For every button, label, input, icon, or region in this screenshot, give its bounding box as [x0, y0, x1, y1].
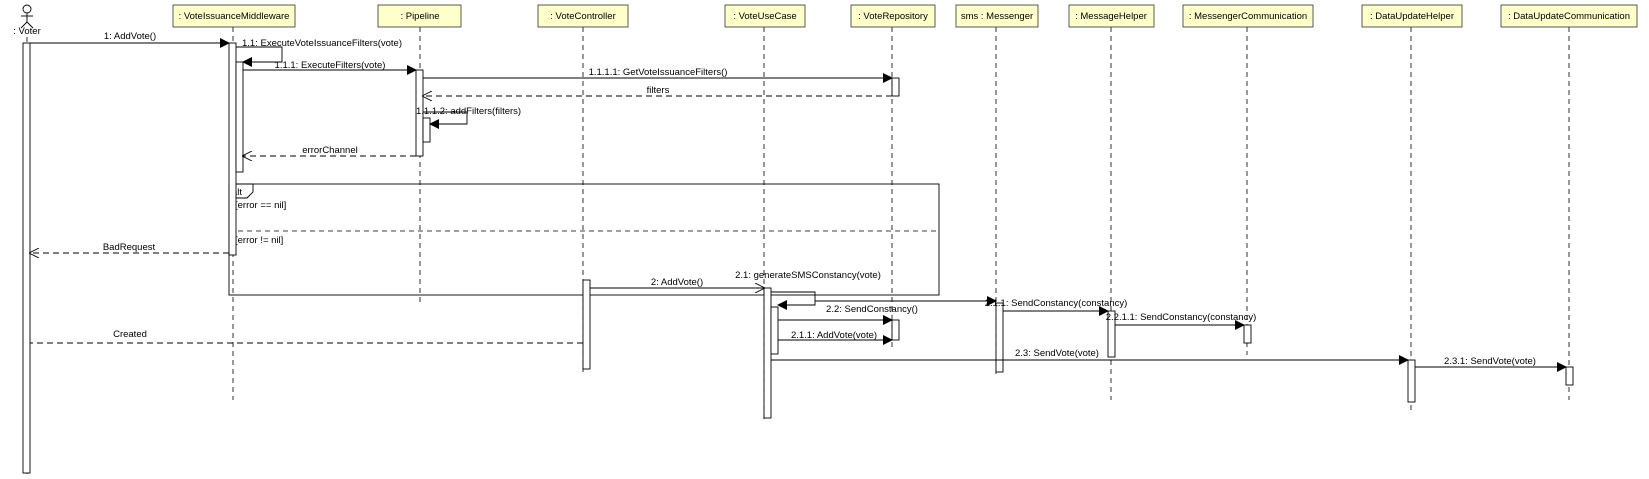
activation-ducomm: [1565, 366, 1574, 386]
activation-pipeline-2: [422, 117, 431, 143]
message-created[interactable]: Created: [30, 329, 583, 344]
message-execute-issuance-filters[interactable]: 1.1: ExecuteVoteIssuanceFilters(vote): [236, 38, 402, 67]
alt-guard-1: [error == nil]: [235, 200, 286, 211]
message-add-filters[interactable]: 1.1.1.2: addFilters(filters): [416, 106, 521, 129]
message-addvote-1-label: 1: AddVote(): [104, 31, 156, 42]
message-execute-issuance-filters-label: 1.1: ExecuteVoteIssuanceFilters(vote): [242, 38, 402, 49]
message-addvote-2[interactable]: 2: AddVote(): [590, 277, 764, 288]
message-send-constancy-messenger[interactable]: 2.1.1: SendConstancy(constancy): [815, 296, 1128, 309]
participant-pipeline[interactable]: : Pipeline: [377, 4, 462, 28]
message-execute-filters-label: 1.1.1: ExecuteFilters(vote): [275, 60, 386, 71]
message-send-constancy-comm[interactable]: 2.2.1.1: SendConstancy(constancy): [1106, 312, 1257, 330]
lifelines: [26, 27, 1570, 475]
participant-pipeline-label: : Pipeline: [400, 11, 439, 22]
activation-middleware-2: [235, 61, 244, 173]
participant-comm[interactable]: : MessengerCommunication: [1182, 4, 1314, 28]
activation-usecase-1: [763, 287, 772, 419]
message-created-label: Created: [113, 329, 147, 340]
message-send-constancy-comm-label: 2.2.1.1: SendConstancy(constancy): [1106, 312, 1257, 323]
participant-repository[interactable]: : VoteRepository: [850, 4, 936, 28]
activation-voter: [22, 42, 31, 474]
message-addvote-vote-label: 2.1.1: AddVote(vote): [791, 330, 877, 341]
activation-duhelper: [1407, 359, 1416, 403]
message-generate-sms-constancy-label: 2.1: generateSMSConstancy(vote): [735, 270, 881, 281]
participant-helper-label: : MessageHelper: [1075, 11, 1147, 22]
participant-controller[interactable]: : VoteController: [537, 4, 629, 28]
message-execute-filters[interactable]: 1.1.1: ExecuteFilters(vote): [243, 60, 417, 75]
actor-voter-label: : Voter: [13, 26, 40, 37]
message-error-channel[interactable]: errorChannel: [243, 145, 416, 156]
message-get-issuance-filters-label: 1.1.1.1: GetVoteIssuanceFilters(): [589, 67, 728, 78]
activation-controller: [582, 279, 591, 370]
participant-duhelper[interactable]: : DataUpdateHelper: [1361, 4, 1463, 28]
activation-pipeline-1: [415, 69, 424, 157]
participant-helper[interactable]: : MessageHelper: [1068, 4, 1155, 28]
participant-ducomm-label: : DataUpdateCommunication: [1508, 11, 1630, 22]
message-send-vote-comm-label: 2.3.1: SendVote(vote): [1444, 356, 1536, 367]
participant-messenger-label: sms : Messenger: [961, 11, 1033, 22]
message-bad-request-label: BadRequest: [103, 242, 156, 253]
participant-ducomm[interactable]: : DataUpdateCommunication: [1500, 4, 1638, 28]
activation-helper: [1107, 310, 1116, 358]
activation-messenger: [995, 302, 1004, 373]
message-send-constancy-repo-label: 2.2: SendConstancy(): [826, 304, 918, 315]
participant-duhelper-label: : DataUpdateHelper: [1370, 11, 1454, 22]
alt-operator: alt: [232, 187, 242, 198]
message-generate-sms-constancy[interactable]: 2.1: generateSMSConstancy(vote): [735, 270, 881, 310]
participant-middleware-label: : VoteIssuanceMiddleware: [179, 11, 290, 22]
message-get-issuance-filters[interactable]: 1.1.1.1: GetVoteIssuanceFilters(): [423, 67, 893, 83]
message-error-channel-label: errorChannel: [302, 145, 357, 156]
message-filters-return[interactable]: filters: [423, 85, 892, 96]
alt-guard-2: [error != nil]: [235, 235, 283, 246]
participant-controller-label: : VoteController: [550, 11, 615, 22]
activation-middleware-1: [228, 42, 237, 256]
message-send-vote-helper[interactable]: 2.3: SendVote(vote): [771, 348, 1409, 365]
actor-voter[interactable]: : Voter: [13, 4, 41, 37]
message-addvote-2-label: 2: AddVote(): [651, 277, 703, 288]
activation-repository-1: [891, 77, 900, 97]
message-bad-request[interactable]: BadRequest: [30, 242, 229, 253]
participant-usecase[interactable]: : VoteUseCase: [724, 4, 806, 28]
message-send-vote-comm[interactable]: 2.3.1: SendVote(vote): [1415, 356, 1567, 372]
participant-middleware[interactable]: : VoteIssuanceMiddleware: [172, 4, 296, 28]
message-send-constancy-messenger-label: 2.1.1: SendConstancy(constancy): [985, 298, 1128, 309]
activation-comm: [1243, 324, 1252, 344]
participant-messenger[interactable]: sms : Messenger: [955, 4, 1039, 28]
message-filters-return-label: filters: [647, 85, 670, 96]
message-addvote-vote[interactable]: 2.1.1: AddVote(vote): [778, 330, 893, 345]
activation-repository-2: [891, 319, 900, 341]
participant-comm-label: : MessengerCommunication: [1189, 11, 1307, 22]
message-addvote-1[interactable]: 1: AddVote(): [30, 31, 230, 48]
activations: [22, 42, 1574, 474]
activation-usecase-2: [770, 306, 779, 355]
participant-repository-label: : VoteRepository: [858, 11, 928, 22]
message-add-filters-label: 1.1.1.2: addFilters(filters): [416, 106, 521, 117]
message-send-constancy-repo[interactable]: 2.2: SendConstancy(): [778, 304, 918, 325]
message-send-vote-helper-label: 2.3: SendVote(vote): [1015, 348, 1099, 359]
participant-usecase-label: : VoteUseCase: [733, 11, 796, 22]
